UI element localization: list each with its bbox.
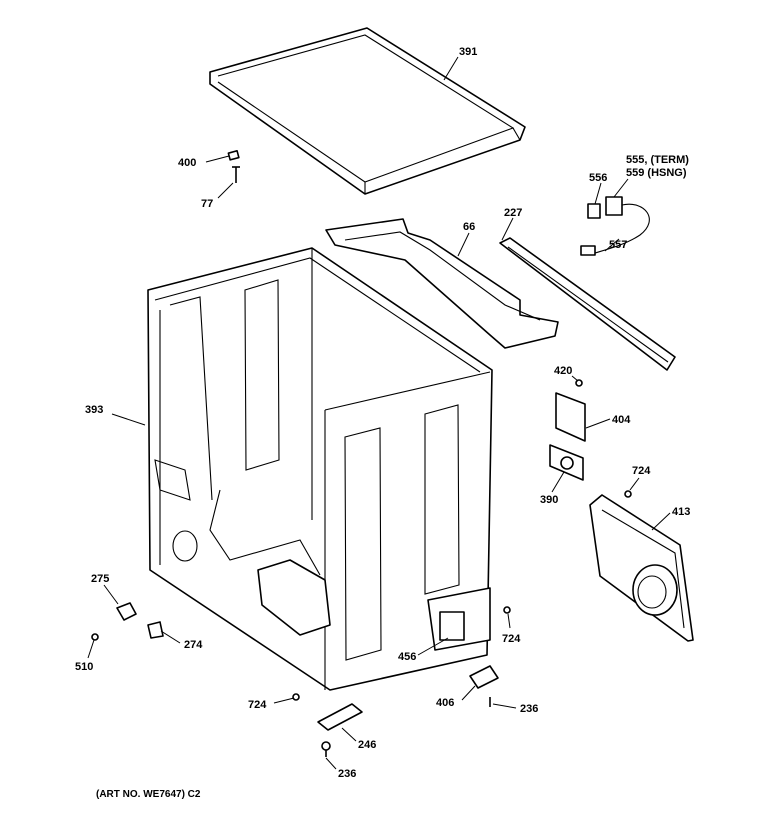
callout-456: 456 xyxy=(398,651,416,663)
art-number-caption: (ART NO. WE7647) C2 xyxy=(96,789,201,800)
callout-420: 420 xyxy=(554,365,572,377)
foot-and-screw-parts xyxy=(91,602,164,641)
callout-400: 400 xyxy=(178,157,196,169)
callout-391: 391 xyxy=(459,46,477,58)
callout-724-upper: 724 xyxy=(632,465,651,477)
callout-555-term: 555, (TERM) xyxy=(626,154,689,166)
terminal-harness-part xyxy=(580,196,650,256)
callout-413: 413 xyxy=(672,506,690,518)
callout-393: 393 xyxy=(85,404,103,416)
callout-236-right: 236 xyxy=(520,703,538,715)
mounting-plate-part xyxy=(555,379,586,442)
callout-236-bottom: 236 xyxy=(338,768,356,780)
callout-274: 274 xyxy=(184,639,203,651)
callout-404: 404 xyxy=(612,414,631,426)
clip-and-screw-parts xyxy=(227,150,240,183)
callout-246: 246 xyxy=(358,739,376,751)
bulkhead-part xyxy=(589,494,694,642)
support-bracket-part xyxy=(427,587,491,651)
rail-part xyxy=(499,237,676,371)
callout-406: 406 xyxy=(436,697,454,709)
callout-77: 77 xyxy=(201,198,213,210)
callout-66: 66 xyxy=(463,221,475,233)
cabinet-part xyxy=(147,247,493,691)
callout-724-lower: 724 xyxy=(248,699,267,711)
callout-227: 227 xyxy=(504,207,522,219)
callout-557: 557 xyxy=(609,239,627,251)
callout-556: 556 xyxy=(589,172,607,184)
top-cover-part xyxy=(209,27,526,195)
plate-with-hole-part xyxy=(549,444,584,481)
callout-275: 275 xyxy=(91,573,109,585)
leveling-parts xyxy=(317,665,499,757)
callout-510: 510 xyxy=(75,661,93,673)
callout-559-hsng: 559 (HSNG) xyxy=(626,167,687,179)
leader-lines xyxy=(87,56,671,770)
callout-390: 390 xyxy=(540,494,558,506)
screw-parts xyxy=(292,490,632,701)
callout-labels: 391 400 77 66 227 556 555, (TERM) 559 (H… xyxy=(75,46,690,780)
bracket-part xyxy=(325,218,559,349)
callout-724-right: 724 xyxy=(502,633,521,645)
